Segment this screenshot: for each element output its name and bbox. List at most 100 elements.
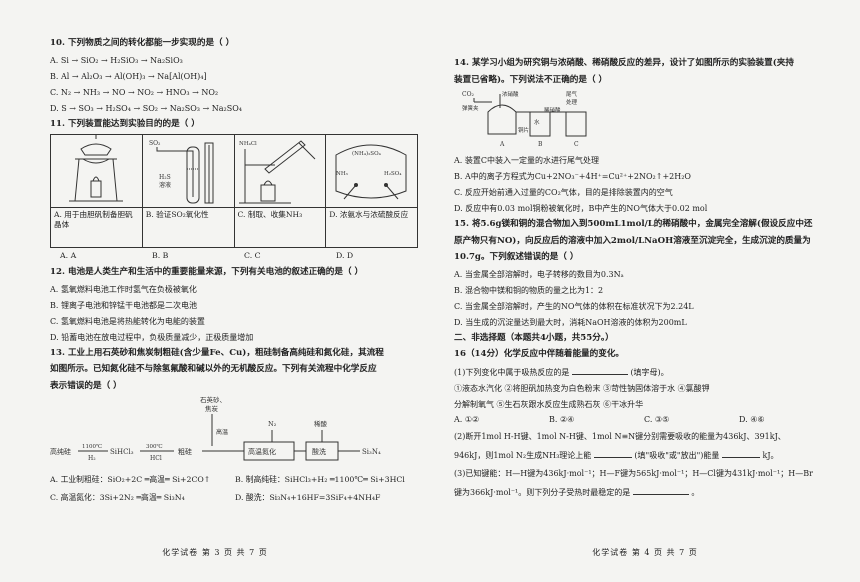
q11-cell-a: A. 用于由胆矾制备胆矾晶体 [51, 135, 143, 247]
q15-stem-line2: 原产物只有NO)，向反应后的溶液中加入2mol/LNaOH溶液至沉淀完全，生成沉… [454, 235, 811, 246]
q16-choice-c: C. ③⑤ [644, 414, 670, 424]
flow-quartz-label: 石英砂、 [200, 395, 226, 404]
q16-part3-line2: 键为366kJ·mol⁻¹。则下列分子受热时最稳定的是 。 [454, 486, 836, 498]
q11-answer-d: D. D [336, 251, 354, 260]
q12-option-c: C. 氢氧燃料电池是将热能转化为电能的装置 [50, 316, 205, 326]
page-4-footer: 化学试卷 第 4 页 共 7 页 [592, 548, 698, 557]
page-3-footer: 化学试卷 第 3 页 共 7 页 [162, 548, 268, 557]
q11-cell-c-label: C. 制取、收集NH₃ [237, 210, 303, 219]
q14-label-c: C [574, 141, 579, 148]
q16-part1-blank[interactable] [571, 366, 628, 375]
q16-choice-d: D. ④⑥ [739, 414, 765, 424]
q11-b-so2-label: SO₂ [149, 140, 161, 147]
q13-option-a: A. 工业制粗硅：SiO₂+2C ═高温═ Si+2CO↑ [50, 475, 211, 484]
q13-option-b: B. 制高纯硅：SiHCl₃+H₂ ═1100℃═ Si+3HCl [235, 475, 405, 484]
q10-option-d: D. S → SO₃ → H₂SO₄ → SO₂ → Na₂SO₃ → Na₂S… [50, 103, 243, 113]
q14-option-d: D. 反应中有0.03 mol铜粉被氧化时，B中产生的NO气体大于0.02 mo… [454, 204, 708, 213]
q16-part2-blank-2[interactable] [721, 449, 760, 458]
q16-part2-blank-1[interactable] [593, 449, 632, 458]
q14-water-label: 水 [534, 118, 540, 126]
q11-answer-c: C. C [244, 251, 261, 260]
q16-part2-mid: (填"吸收"或"放出")能量 [634, 450, 720, 460]
flow-h2: H₂ [88, 455, 96, 462]
q14-option-b: B. A中的离子方程式为Cu+2NO₃⁻+4H⁺=Cu²⁺+2NO₂↑+2H₂O [454, 172, 691, 181]
q11-cell-b-label: B. 验证SO₂氧化性 [145, 210, 209, 219]
q15-option-d: D. 当生成的沉淀量达到最大时，消耗NaOH溶液的体积为200mL [454, 317, 687, 327]
flow-temp2: 300℃ [146, 443, 163, 450]
q14-apparatus-diagram: CO₂ 弹簧夹 浓硝酸 水 稀硝酸 尾气 处理 铜片 A B C [462, 88, 612, 150]
q15-stem-line1: 15. 将5.6g镁和铜的混合物加入到500mL1mol/L的稀硝酸中，金属完全… [454, 219, 813, 229]
q14-copper-label: 铜片 [518, 126, 529, 134]
q11-d-nh3-label: NH₃ [336, 171, 348, 177]
ammonia-reaction-diagram: (NH₄)₂SO₄ NH₃ H₂SO₄ [326, 135, 417, 208]
flow-nitriding-box: 高温氮化 [248, 447, 276, 456]
q15-option-a: A. 当金属全部溶解时，电子转移的数目为0.3Nₐ [454, 269, 624, 279]
q13-option-d: D. 酸洗：Si₃N₄+16HF=3SiF₄+4NH₄F [235, 493, 381, 502]
q12-option-a: A. 氢氧燃料电池工作时氢气在负极被氧化 [50, 284, 197, 294]
q16-part2-line1: (2)断开1mol H-H键、1mol N-H键、1mol N≡N键分别需要吸收… [454, 431, 786, 441]
q14-stem-line1: 14. 某学习小组为研究铜与浓硝酸、稀硝酸反应的差异，设计了如图所示的实验装置(… [454, 58, 794, 68]
q14-co2-label: CO₂ [462, 91, 475, 98]
q12-option-d: D. 铅蓄电池在放电过程中，负极质量减少，正极质量增加 [50, 332, 254, 342]
q12-option-b: B. 锂离子电池和锌锰干电池都是二次电池 [50, 300, 197, 310]
page-left: 10. 下列物质之间的转化都能一步实现的是（ ） A. Si → SiO₂ → … [50, 38, 420, 557]
q14-dilute-nitric-label: 稀硝酸 [544, 106, 561, 114]
q11-cell-d: (NH₄)₂SO₄ NH₃ H₂SO₄ D. 浓氨水与浓硫酸反应 [326, 135, 417, 247]
q16-part1: (1)下列变化中属于吸热反应的是 (填字母)。 [454, 366, 836, 378]
flow-high-temp-label: 高温 [216, 428, 228, 436]
q16-items-line1: ①液态水汽化 ②将胆矾加热变为白色粉末 ③苛性钠固体溶于水 ④氯酸钾 [454, 383, 710, 393]
q10-option-c: C. N₂ → NH₃ → NO → NO₂ → HNO₃ → NO₂ [50, 87, 219, 97]
q10-option-b: B. Al → Al₂O₃ → Al(OH)₃ → Na[Al(OH)₄] [50, 71, 207, 81]
q16-part3-text: 键为366kJ·mol⁻¹。则下列分子受热时最稳定的是 [454, 487, 631, 497]
q14-option-c: C. 反应开始前通入过量的CO₂气体，目的是排除装置内的空气 [454, 188, 673, 197]
flow-dilute-acid-label: 稀酸 [314, 419, 328, 428]
q16-items-line2: 分解制氧气 ⑤生石灰跟水反应生成熟石灰 ⑥干冰升华 [454, 399, 644, 409]
q16-part1-text: (1)下列变化中属于吸热反应的是 [454, 367, 570, 377]
flow-crude-si: 粗硅 [178, 447, 192, 456]
q11-b-h2s-label: H₂S [159, 174, 171, 181]
q15-option-c: C. 当金属全部溶解时，产生的NO气体的体积在标准状况下为2.24L [454, 301, 694, 311]
flow-temp1: 1100℃ [82, 443, 102, 450]
q11-cell-c: NH₄Cl C. 制取、收集NH₃ [234, 135, 327, 247]
flow-coke-label: 焦炭 [205, 404, 219, 413]
nh3-preparation-diagram: NH₄Cl [234, 135, 326, 208]
q11-answer-a: A. A [60, 251, 77, 260]
q11-answer-b: B. B [152, 251, 169, 260]
q16-part2-suffix: kJ。 [762, 450, 779, 460]
q11-apparatus-table: A. 用于由胆矾制备胆矾晶体 SO₂ H₂S 溶液 B. 验证SO₂氧化性 [50, 134, 418, 248]
q16-choice-b: B. ②④ [549, 414, 575, 424]
q16-choices: A. ①② B. ②④ C. ③⑤ D. ④⑥ [454, 415, 834, 424]
section-2-heading: 二、非选择题（本题共4小题，共55分。） [454, 332, 614, 343]
q14-stem-line2: 装置已省略)。下列说法不正确的是（ ） [454, 74, 608, 85]
q14-option-a: A. 装置C中装入一定量的水进行尾气处理 [454, 156, 599, 165]
flow-n2-label: N₂ [268, 420, 277, 428]
q11-c-nh4cl-label: NH₄Cl [239, 141, 257, 147]
q14-label-a: A [499, 141, 505, 148]
q11-cell-b: SO₂ H₂S 溶液 B. 验证SO₂氧化性 [142, 135, 235, 247]
q11-cell-d-label: D. 浓氨水与浓硫酸反应 [329, 210, 409, 219]
q12-stem: 12. 电池是人类生产和生活中的重要能量来源，下列有关电池的叙述正确的是（ ） [50, 267, 364, 277]
q13-option-c: C. 高温氮化：3Si+2N₂ ═高温═ Si₃N₄ [50, 493, 185, 502]
q16-part2-line2: 946kJ，则1mol N₂生成NH₃理论上能 (填"吸收"或"放出")能量 k… [454, 449, 836, 461]
q14-label-b: B [538, 141, 543, 148]
q13-options-row1: A. 工业制粗硅：SiO₂+2C ═高温═ Si+2CO↑ B. 制高纯硅：Si… [50, 474, 420, 485]
q13-options-row2: C. 高温氮化：3Si+2N₂ ═高温═ Si₃N₄ D. 酸洗：Si₃N₄+1… [50, 492, 420, 503]
flow-acid-wash-box: 酸洗 [312, 447, 326, 456]
flow-shcl3: SiHCl₃ [110, 448, 134, 456]
q16-part3-blank[interactable] [632, 486, 689, 495]
flow-hcl: HCl [150, 455, 162, 462]
q11-b-solution-label: 溶液 [159, 181, 171, 189]
q16-choice-a: A. ①② [454, 414, 480, 424]
q11-cell-a-label: A. 用于由胆矾制备胆矾晶体 [54, 210, 133, 229]
q11-d-salt-label: (NH₄)₂SO₄ [352, 150, 382, 157]
so2-test-tube-diagram: SO₂ H₂S 溶液 [142, 135, 234, 208]
q14-spring-clip-label: 弹簧夹 [462, 104, 479, 112]
q14-tail-label-2: 处理 [566, 98, 578, 106]
flow-si3n4: Si₃N₄ [362, 448, 381, 456]
q11-d-h2so4-label: H₂SO₄ [384, 171, 402, 177]
q11-stem: 11. 下列装置能达到实验目的的是（ ） [50, 118, 200, 129]
q13-stem-line2: 如图所示。已知氮化硅不与除氢氟酸和碱以外的无机酸反应。下列有关流程中化学反应 [50, 364, 377, 374]
evaporating-dish-diagram [51, 135, 142, 208]
q13-stem-line3: 表示错误的是（ ） [50, 380, 122, 391]
q16-part1-suffix: (填字母)。 [630, 367, 669, 377]
